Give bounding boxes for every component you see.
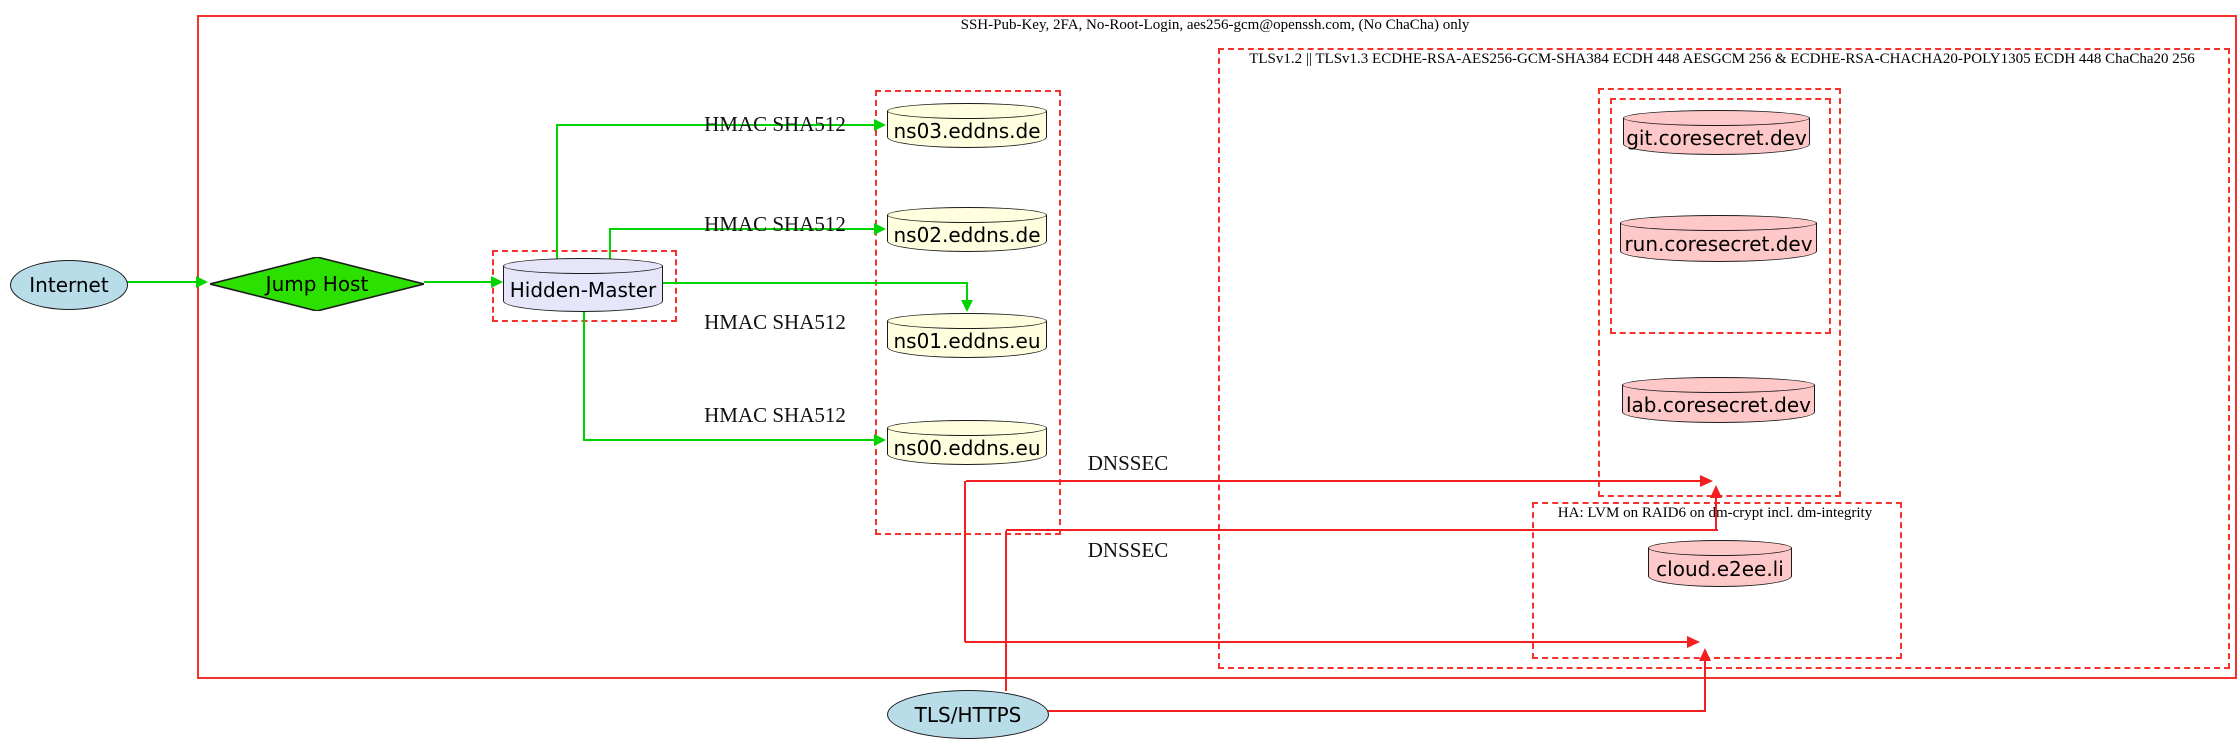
node-run-label: run.coresecret.dev [1624, 231, 1813, 256]
node-ns00-label: ns00.eddns.eu [893, 435, 1041, 460]
edge-tls-cloud-hline [1045, 710, 1706, 712]
node-internet: Internet [10, 260, 128, 310]
edge-tls-services-vline2 [1715, 498, 1717, 531]
node-hidden-master-label: Hidden-Master [509, 278, 657, 302]
edge-tls-services-arrowhead [1710, 485, 1722, 498]
edge-label-hmac-ns01: HMAC SHA512 [704, 310, 846, 334]
edge-jumphost-hiddenmaster-arrowhead [491, 276, 503, 288]
cluster-ha-label: HA: LVM on RAID6 on dm-crypt incl. dm-in… [1557, 505, 1873, 521]
diamond-shape [210, 257, 424, 311]
node-cloud: cloud.e2ee.li [1648, 540, 1792, 587]
edge-hiddenmaster-ns01-vline [966, 283, 968, 300]
node-ns02: ns02.eddns.de [887, 207, 1047, 252]
node-internet-label: Internet [29, 273, 109, 297]
edge-label-dnssec-1: DNSSEC [1087, 451, 1169, 475]
node-ns03: ns03.eddns.de [887, 103, 1047, 148]
node-jump-host-label: Jump Host [265, 272, 369, 296]
cylinder-lid [887, 207, 1047, 223]
edge-tls-cloud-vline [1704, 661, 1706, 712]
cluster-services-inner-box [1610, 98, 1831, 334]
cluster-tls-box [1218, 48, 2230, 669]
node-ns01-label: ns01.eddns.eu [893, 328, 1041, 353]
node-ns03-label: ns03.eddns.de [893, 118, 1041, 143]
edge-hiddenmaster-ns02-arrowhead [874, 223, 886, 235]
edge-dnssec2-hline [965, 641, 1689, 643]
edge-label-hmac-ns03: HMAC SHA512 [704, 112, 846, 136]
edge-hiddenmaster-ns00-arrowhead [874, 434, 886, 446]
edge-label-dnssec-2: DNSSEC [1087, 538, 1169, 562]
cylinder-lid [503, 258, 663, 274]
cylinder-lid [887, 420, 1047, 436]
edge-dnssec1-hline [966, 480, 1702, 482]
node-cloud-label: cloud.e2ee.li [1656, 556, 1784, 581]
edge-hiddenmaster-ns00-vline [583, 312, 585, 441]
cluster-tls-label: TLSv1.2 || TLSv1.3 ECDHE-RSA-AES256-GCM-… [1249, 51, 2195, 67]
node-tls-https-label: TLS/HTTPS [914, 702, 1022, 727]
edge-internet-jumphost-arrowhead [196, 276, 208, 288]
edge-hiddenmaster-ns01-hline [663, 282, 968, 284]
cylinder-lid [1620, 215, 1817, 231]
edge-tls-services-hline [1006, 529, 1718, 531]
cylinder-body [887, 111, 1047, 148]
node-ns01: ns01.eddns.eu [887, 313, 1047, 358]
cluster-ha-box [1532, 502, 1902, 659]
node-git: git.coresecret.dev [1623, 110, 1810, 155]
edge-label-hmac-ns00: HMAC SHA512 [704, 403, 846, 427]
node-hidden-master: Hidden-Master [503, 258, 663, 312]
node-tls-https: TLS/HTTPS [887, 690, 1049, 739]
edge-hiddenmaster-ns00-hline [583, 439, 874, 441]
cylinder-lid [887, 103, 1047, 119]
edge-hiddenmaster-ns03-hline [556, 124, 874, 126]
node-run: run.coresecret.dev [1620, 215, 1817, 262]
node-git-label: git.coresecret.dev [1626, 125, 1807, 150]
edge-jumphost-hiddenmaster-line [424, 281, 494, 283]
edge-tls-services-vline1 [1005, 531, 1007, 691]
edge-hiddenmaster-ns02-vline [609, 228, 611, 262]
edge-dnssec1-arrowhead [1700, 475, 1713, 487]
edge-tls-cloud-arrowhead [1699, 648, 1711, 661]
edge-hiddenmaster-ns02-hline [609, 228, 874, 230]
edge-dnssec2-vline [964, 481, 966, 642]
node-jump-host: Jump Host [210, 257, 424, 311]
node-lab: lab.coresecret.dev [1622, 377, 1815, 423]
node-ns00: ns00.eddns.eu [887, 420, 1047, 465]
edge-dnssec2-arrowhead [1687, 636, 1700, 648]
cluster-nameservers-box [875, 90, 1061, 535]
edge-label-hmac-ns02: HMAC SHA512 [704, 212, 846, 236]
node-ns02-label: ns02.eddns.de [893, 222, 1041, 247]
node-lab-label: lab.coresecret.dev [1625, 393, 1812, 417]
edge-hiddenmaster-ns01-arrowhead [961, 300, 973, 312]
edge-internet-jumphost-line [126, 281, 198, 283]
cylinder-lid [1622, 377, 1815, 393]
cylinder-lid [1648, 540, 1792, 556]
cluster-ssh-label: SSH-Pub-Key, 2FA, No-Root-Login, aes256-… [960, 17, 1470, 33]
cylinder-lid [887, 313, 1047, 329]
edge-hiddenmaster-ns03-vline [556, 124, 558, 262]
cylinder-lid [1623, 110, 1810, 126]
edge-hiddenmaster-ns03-arrowhead [874, 119, 886, 131]
cluster-ssh-hardening-box [197, 15, 2237, 679]
